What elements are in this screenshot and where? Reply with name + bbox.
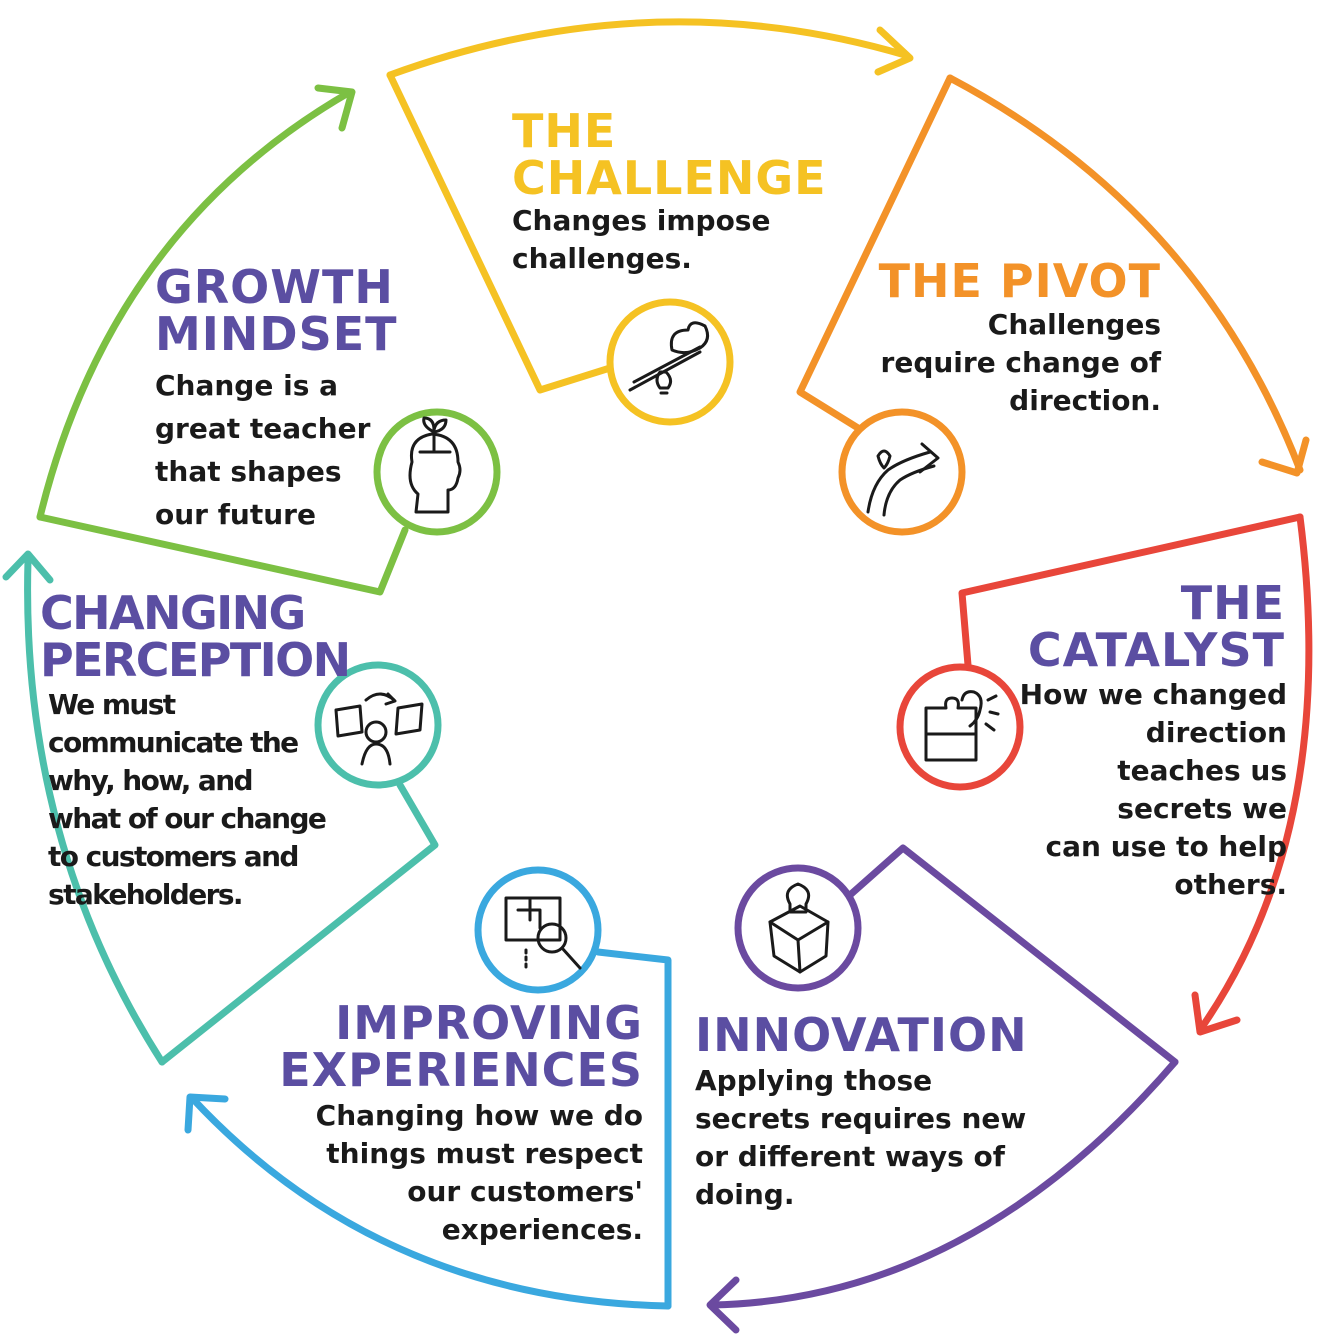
improving-wedge (594, 948, 672, 1310)
innovation-text: Applying those secrets requires new or d… (695, 1064, 1027, 1211)
puzzle-ear-icon (924, 690, 1000, 762)
catalyst-segment (896, 513, 1313, 1036)
catalyst-title: THE CATALYST (1027, 576, 1285, 677)
challenge-icon-circle (606, 298, 734, 426)
improving-arrowhead (184, 1093, 229, 1134)
maze-magnifier-icon (504, 896, 582, 970)
growth-arrowhead (314, 84, 356, 132)
pivot-arrowhead (1258, 436, 1310, 477)
growth-arc-arrow (36, 88, 354, 521)
perception-title: CHANGING PERCEPTION (40, 586, 351, 687)
growth-icon-circle (373, 408, 501, 536)
improving-segment (184, 866, 672, 1310)
perception-icon-circle (314, 661, 442, 789)
challenge-wedge (386, 71, 614, 394)
improving-icon-circle (474, 866, 602, 994)
pivot-wedge (796, 74, 954, 432)
pivot-arc-arrow (946, 74, 1304, 474)
challenge-segment (386, 18, 914, 426)
improving-title: IMPROVING EXPERIENCES (279, 996, 643, 1097)
pivot-icon-circle (838, 408, 966, 536)
challenge-text: Changes impose challenges. (512, 204, 771, 275)
challenge-title: THE CHALLENGE (512, 104, 827, 205)
perception-wedge (158, 781, 439, 1066)
head-plant-icon (408, 416, 462, 514)
catalyst-text: How we changed direction teaches us secr… (1019, 678, 1287, 901)
perception-arc-arrow (24, 556, 166, 1066)
innovation-segment (706, 844, 1179, 1334)
lightbulb-box-icon (768, 882, 830, 974)
winding-road-arrow-icon (866, 442, 940, 517)
pivot-text: Challenges require change of direction. (880, 308, 1161, 417)
innovation-icon-circle (734, 864, 862, 992)
innovation-arc-arrow (708, 1058, 1179, 1309)
seesaw-lightbulb-icon (628, 321, 710, 395)
perception-arrowhead (2, 550, 54, 584)
growth-title: GROWTH MINDSET (155, 260, 398, 361)
growth-wedge (36, 513, 409, 596)
challenge-arc-arrow (386, 18, 909, 79)
growth-text: Change is a great teacher that shapes ou… (155, 369, 371, 531)
person-screens-icon (334, 692, 424, 766)
innovation-title: INNOVATION (695, 1008, 1028, 1062)
pivot-title: THE PIVOT (878, 254, 1161, 308)
pivot-segment (796, 74, 1310, 536)
innovation-arrowhead (706, 1276, 740, 1334)
innovation-wedge (846, 844, 1179, 1066)
growth-segment (36, 84, 501, 596)
challenge-arrowhead (874, 26, 914, 76)
catalyst-arrowhead (1191, 991, 1241, 1036)
perception-segment (2, 550, 442, 1066)
perception-text: We must communicate the why, how, and wh… (48, 688, 327, 911)
catalyst-arc-arrow (1196, 513, 1313, 1034)
improving-text: Changing how we do things must respect o… (315, 1099, 643, 1246)
catalyst-wedge (958, 513, 1304, 669)
improving-arc-arrow (188, 1094, 672, 1310)
catalyst-icon-circle (896, 663, 1024, 791)
